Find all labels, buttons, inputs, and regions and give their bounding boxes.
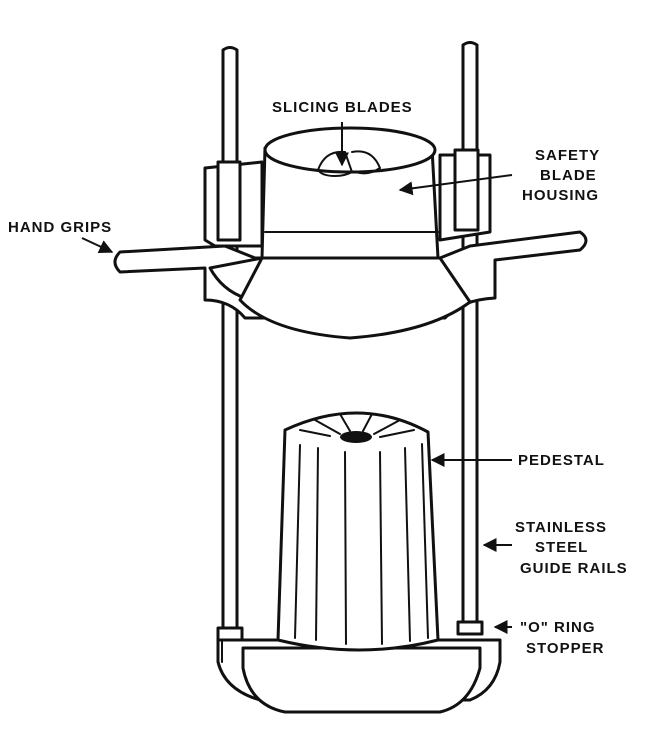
label-guide-rails: GUIDE RAILS [520, 560, 628, 577]
labels: SLICING BLADES SAFETY BLADE HOUSING HAND… [8, 99, 628, 657]
left-o-ring [216, 626, 244, 642]
left-guide-rail [221, 46, 239, 634]
label-housing: HOUSING [522, 187, 599, 204]
pedestal [276, 411, 440, 652]
label-stopper: STOPPER [526, 640, 604, 657]
base [216, 638, 502, 714]
label-steel: STEEL [535, 539, 588, 556]
label-hand-grips: HAND GRIPS [8, 219, 112, 236]
housing-block [113, 148, 588, 340]
slicing-blades [316, 150, 354, 178]
right-o-ring [456, 620, 484, 636]
safety-blade-housing [260, 126, 440, 260]
label-safety: SAFETY [535, 147, 600, 164]
label-slicing-blades: SLICING BLADES [272, 99, 413, 116]
label-blade: BLADE [540, 167, 597, 184]
hand-grips-arrow [81, 237, 114, 254]
label-pedestal: PEDESTAL [518, 452, 605, 469]
label-stainless: STAINLESS [515, 519, 607, 536]
label-o-ring: "O" RING [520, 619, 596, 636]
right-guide-rail [461, 41, 479, 632]
housing-arrow [398, 174, 513, 196]
leader-arrows [81, 122, 513, 634]
